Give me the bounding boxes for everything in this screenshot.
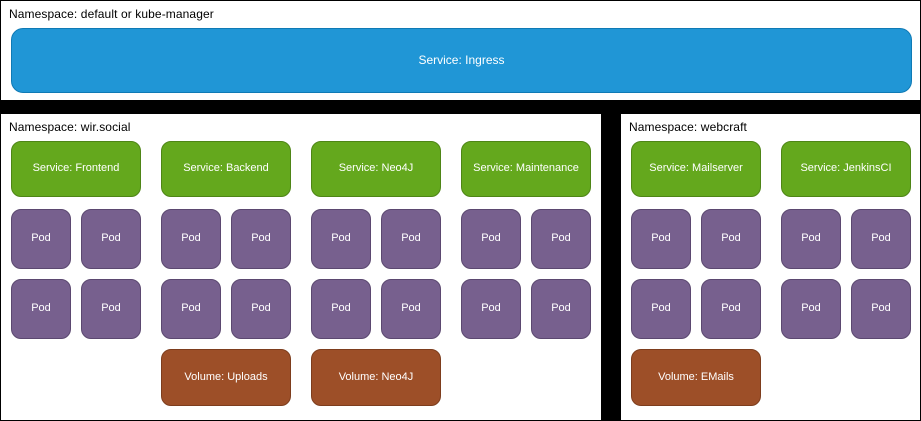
service-mailserver-node[interactable]: Service: Mailserver xyxy=(631,141,761,197)
service-jenkinsci-node[interactable]: Service: JenkinsCI xyxy=(781,141,911,197)
pod-backend-3[interactable]: Pod xyxy=(161,279,221,339)
pod-maintenance-2[interactable]: Pod xyxy=(531,209,591,269)
service-ingress-node[interactable]: Service: Ingress xyxy=(11,28,912,93)
pod-frontend-2[interactable]: Pod xyxy=(81,209,141,269)
pod-jenkinsci-3[interactable]: Pod xyxy=(781,279,841,339)
namespace-default-label: Namespace: default or kube-manager xyxy=(9,7,214,21)
pod-frontend-3[interactable]: Pod xyxy=(11,279,71,339)
pod-jenkinsci-1[interactable]: Pod xyxy=(781,209,841,269)
namespace-webcraft-label: Namespace: webcraft xyxy=(629,120,747,134)
pod-backend-4[interactable]: Pod xyxy=(231,279,291,339)
pod-jenkinsci-2[interactable]: Pod xyxy=(851,209,911,269)
volume-neo4j-node[interactable]: Volume: Neo4J xyxy=(311,349,441,406)
pod-maintenance-4[interactable]: Pod xyxy=(531,279,591,339)
volume-uploads-node[interactable]: Volume: Uploads xyxy=(161,349,291,406)
service-backend-node[interactable]: Service: Backend xyxy=(161,141,291,197)
namespace-wir-social-label: Namespace: wir.social xyxy=(9,120,131,134)
pod-mailserver-4[interactable]: Pod xyxy=(701,279,761,339)
pod-jenkinsci-4[interactable]: Pod xyxy=(851,279,911,339)
namespace-default: Namespace: default or kube-manager Servi… xyxy=(0,0,921,101)
service-frontend-node[interactable]: Service: Frontend xyxy=(11,141,141,197)
pod-neo4j-1[interactable]: Pod xyxy=(311,209,371,269)
pod-neo4j-4[interactable]: Pod xyxy=(381,279,441,339)
pod-maintenance-3[interactable]: Pod xyxy=(461,279,521,339)
pod-maintenance-1[interactable]: Pod xyxy=(461,209,521,269)
namespace-wir-social: Namespace: wir.social Service: Frontend … xyxy=(0,113,602,421)
pod-backend-1[interactable]: Pod xyxy=(161,209,221,269)
pod-frontend-4[interactable]: Pod xyxy=(81,279,141,339)
pod-mailserver-2[interactable]: Pod xyxy=(701,209,761,269)
namespace-webcraft: Namespace: webcraft Service: Mailserver … xyxy=(620,113,921,421)
pod-neo4j-2[interactable]: Pod xyxy=(381,209,441,269)
pod-frontend-1[interactable]: Pod xyxy=(11,209,71,269)
pod-mailserver-1[interactable]: Pod xyxy=(631,209,691,269)
volume-emails-node[interactable]: Volume: EMails xyxy=(631,349,761,406)
service-maintenance-node[interactable]: Service: Maintenance xyxy=(461,141,591,197)
service-neo4j-node[interactable]: Service: Neo4J xyxy=(311,141,441,197)
pod-backend-2[interactable]: Pod xyxy=(231,209,291,269)
pod-neo4j-3[interactable]: Pod xyxy=(311,279,371,339)
pod-mailserver-3[interactable]: Pod xyxy=(631,279,691,339)
